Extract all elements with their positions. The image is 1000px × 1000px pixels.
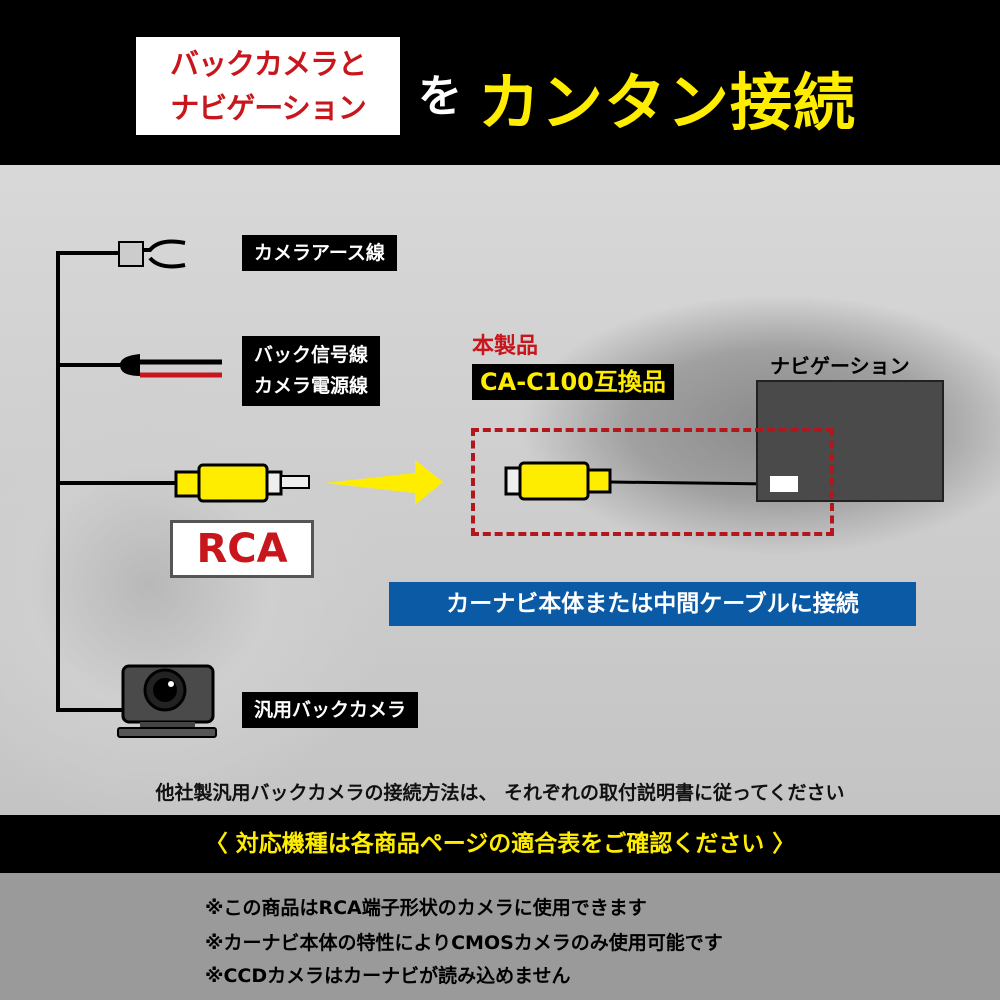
rca-connector-icon xyxy=(174,463,310,503)
product-dashed-frame xyxy=(471,428,834,536)
trunk-wire xyxy=(56,251,178,712)
install-note: 他社製汎用バックカメラの接続方法は、 それぞれの取付説明書に従ってください xyxy=(155,782,845,804)
title-particle: を xyxy=(418,71,462,122)
note-ccd: ※CCDカメラはカーナビが読み込めません xyxy=(205,965,571,987)
bottom-notes xyxy=(0,873,1000,1000)
product-tag: 本製品 xyxy=(472,334,539,359)
connect-note: カーナビ本体または中間ケーブルに接続 xyxy=(389,582,916,626)
ground-terminal-icon xyxy=(118,239,186,269)
wiring-diagram xyxy=(56,239,771,738)
navi-label: ナビゲーション xyxy=(770,354,910,378)
product-cable xyxy=(610,480,771,486)
title-line1: バックカメラと xyxy=(169,47,367,81)
title-line2: ナビゲーション xyxy=(170,91,366,125)
label-signal-power: バック信号線カメラ電源線 xyxy=(242,336,381,406)
rca-label: RCA xyxy=(170,520,314,578)
camera-icon xyxy=(117,664,217,738)
title-main: カンタン接続 xyxy=(478,66,857,139)
label-camera-ground: カメラアース線 xyxy=(242,235,397,271)
wire-plug-icon xyxy=(120,354,222,378)
compatibility-band: 〈 対応機種は各商品ページの適合表をご確認ください 〉 xyxy=(0,815,1000,873)
arrow-icon xyxy=(325,460,443,505)
label-camera-power: カメラ電源線 xyxy=(254,375,369,397)
navi-port xyxy=(770,476,798,492)
product-rca-connector-icon xyxy=(504,461,612,501)
label-back-camera: 汎用バックカメラ xyxy=(242,692,419,728)
note-rca: ※この商品はRCA端子形状のカメラに使用できます xyxy=(205,897,647,919)
note-cmos: ※カーナビ本体の特性によりCMOSカメラのみ使用可能です xyxy=(205,932,723,954)
product-model: CA-C100互換品 xyxy=(472,364,674,400)
label-back-signal: バック信号線 xyxy=(254,344,369,366)
title-box: バックカメラとナビゲーション xyxy=(136,37,400,135)
